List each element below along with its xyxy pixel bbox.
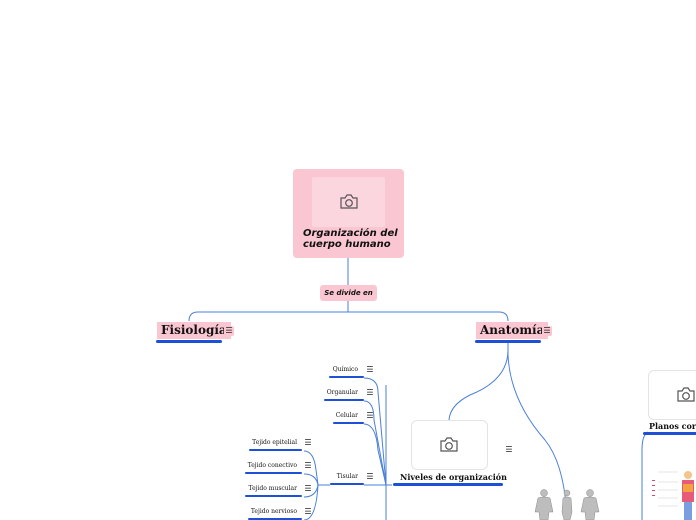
root-image-placeholder — [312, 177, 385, 227]
menu-icon[interactable]: ☰ — [304, 507, 312, 516]
leaf-underline — [248, 518, 302, 520]
body-planes-diagram-image — [652, 471, 694, 520]
level-tisular[interactable]: Tisular — [336, 473, 358, 480]
menu-icon[interactable]: ☰ — [366, 411, 374, 420]
topic-underline — [475, 340, 541, 343]
leaf-underline — [245, 495, 302, 497]
menu-icon[interactable]: ☰ — [366, 472, 374, 481]
camera-icon — [677, 387, 695, 402]
relationship-label[interactable]: Se divide en — [320, 285, 377, 301]
leaf-underline — [329, 376, 364, 378]
menu-icon[interactable]: ☰ — [542, 326, 552, 336]
menu-icon[interactable]: ☰ — [304, 438, 312, 447]
leaf-underline — [245, 472, 302, 474]
menu-icon[interactable]: ☰ — [366, 388, 374, 397]
root-topic[interactable]: Organización del cuerpo humano — [293, 169, 404, 258]
tejido-conectivo[interactable]: Tejido conectivo — [247, 462, 297, 469]
levels-title[interactable]: Niveles de organización — [400, 472, 507, 482]
planes-title[interactable]: Planos corp — [649, 421, 696, 431]
levels-image-card[interactable] — [411, 420, 488, 470]
menu-icon[interactable]: ☰ — [505, 445, 513, 454]
topic-underline — [643, 432, 696, 435]
camera-icon — [340, 194, 358, 209]
tejido-nervioso[interactable]: Tejido nervioso — [250, 508, 297, 515]
body-silhouettes-image — [534, 489, 600, 520]
topic-anatomia[interactable]: Anatomía — [476, 322, 549, 339]
level-celular[interactable]: Celular — [335, 412, 358, 419]
topic-fisiologia[interactable]: Fisiología — [157, 322, 231, 339]
tejido-epitelial[interactable]: Tejido epitelial — [252, 439, 297, 446]
level-quimico[interactable]: Químico — [332, 366, 358, 373]
root-title: Organización del cuerpo humano — [303, 228, 398, 250]
leaf-underline — [333, 422, 364, 424]
menu-icon[interactable]: ☰ — [304, 461, 312, 470]
menu-icon[interactable]: ☰ — [304, 484, 312, 493]
menu-icon[interactable]: ☰ — [366, 365, 374, 374]
leaf-underline — [330, 483, 364, 485]
leaf-underline — [249, 449, 302, 451]
planes-image-card[interactable] — [648, 370, 696, 420]
camera-icon — [440, 437, 458, 452]
leaf-underline — [324, 399, 364, 401]
menu-icon[interactable]: ☰ — [224, 326, 234, 336]
tejido-muscular[interactable]: Tejido muscular — [248, 485, 297, 492]
topic-underline — [393, 483, 503, 486]
level-organular[interactable]: Organular — [326, 389, 358, 396]
topic-underline — [156, 340, 222, 343]
